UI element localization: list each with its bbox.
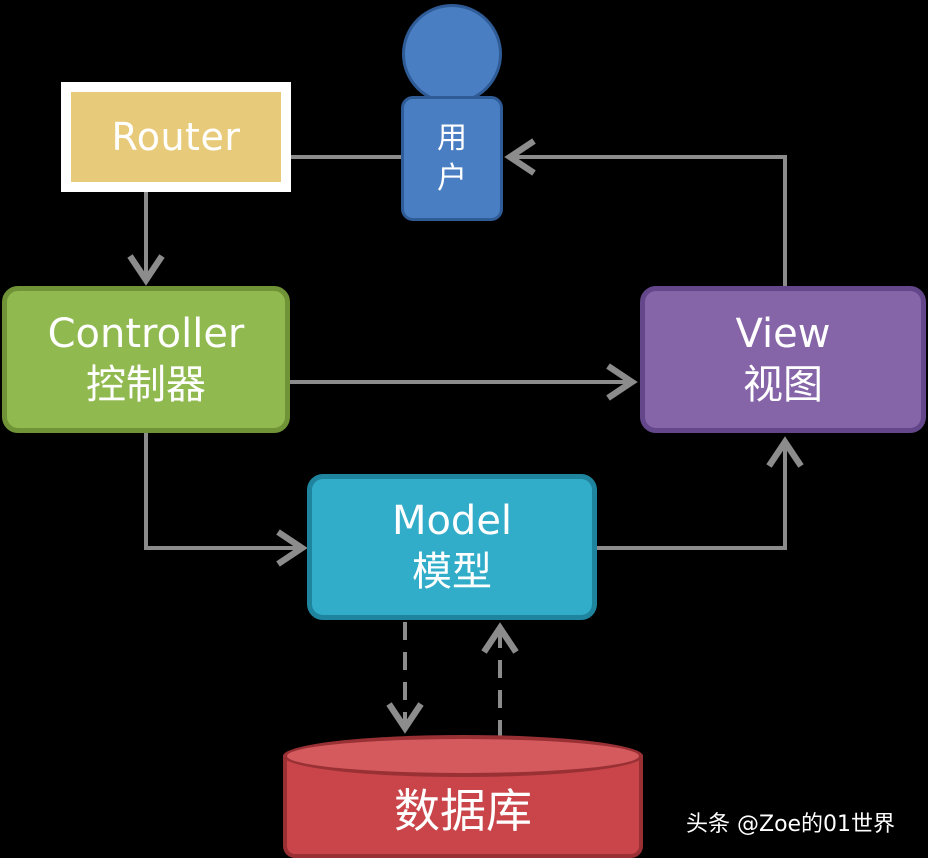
router-label: Router: [111, 115, 241, 159]
user-head-icon: [402, 4, 502, 104]
model-label-en: Model: [391, 498, 513, 544]
model-label-zh: 模型: [412, 549, 492, 595]
controller-label-zh: 控制器: [86, 361, 206, 408]
database-cylinder-top: [283, 735, 643, 777]
view-node: View 视图: [640, 286, 926, 433]
user-label-char2: 户: [437, 160, 467, 196]
user-label-char1: 用: [437, 120, 467, 156]
database-node: 数据库: [283, 735, 643, 858]
model-to-view-arrow: [597, 436, 804, 550]
view-label-zh: 视图: [743, 361, 823, 408]
controller-to-model-arrow: [144, 433, 308, 567]
user-node: 用 户: [401, 96, 503, 221]
controller-node: Controller 控制器: [2, 286, 290, 433]
router-node: Router: [61, 82, 291, 192]
database-label: 数据库: [394, 784, 532, 838]
router-box: Router: [71, 92, 281, 182]
model-node: Model 模型: [307, 474, 597, 620]
view-to-user-arrow: [504, 138, 787, 286]
view-label-en: View: [735, 310, 831, 357]
controller-label-en: Controller: [47, 310, 245, 357]
watermark-text: 头条 @Zoe的01世界: [686, 812, 896, 837]
